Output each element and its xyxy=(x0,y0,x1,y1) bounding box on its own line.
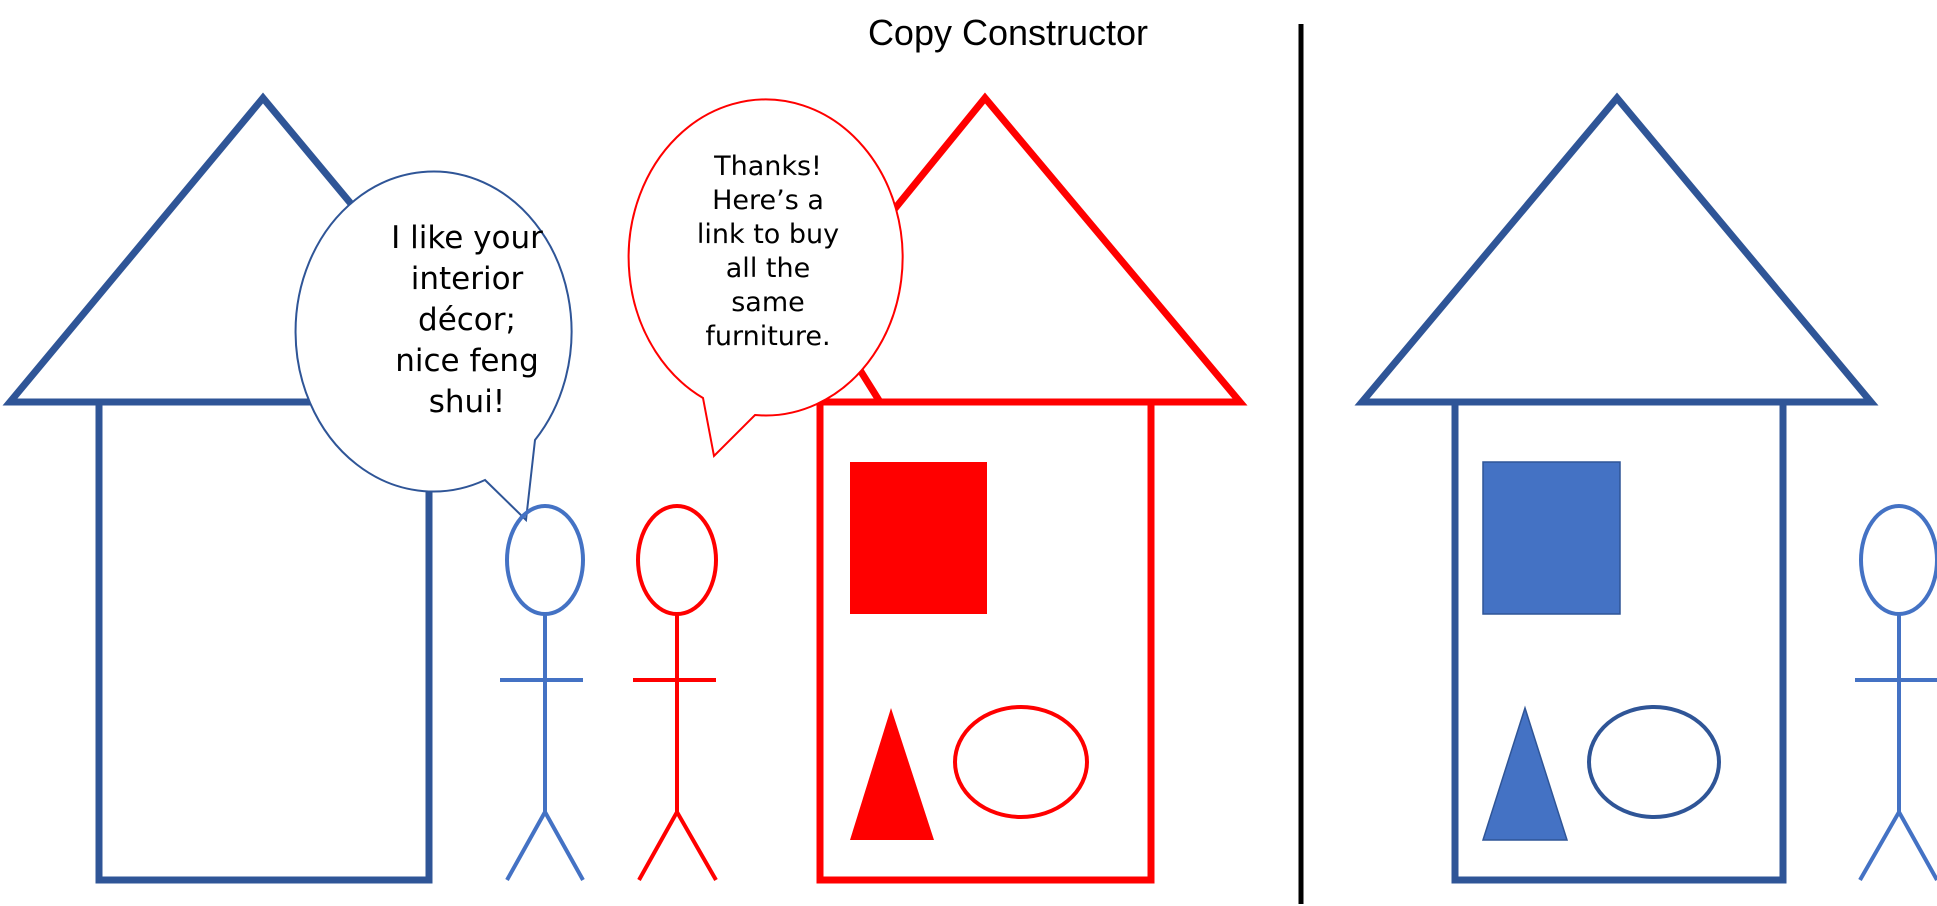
house-red xyxy=(813,92,1248,884)
stick-figure-red xyxy=(633,504,718,881)
stick-figure-blue-legs xyxy=(505,807,585,881)
house-left-body xyxy=(95,398,433,884)
stick-figure-blue-partial-legs xyxy=(1858,807,1937,881)
red-square-furniture xyxy=(850,462,987,614)
blue-square-furniture xyxy=(1482,461,1621,615)
stick-figure-blue-head xyxy=(505,504,585,616)
stick-figure-blue-partial-head xyxy=(1859,504,1937,616)
stick-figure-red-head xyxy=(636,504,718,616)
speech-bubble-right-text: Thanks! Here’s a link to buy all the sam… xyxy=(696,151,840,352)
blue-triangle-furniture xyxy=(1481,705,1569,841)
stick-figure-red-legs xyxy=(637,807,718,881)
house-right-roof xyxy=(1354,92,1879,406)
house-copy-right xyxy=(1354,92,1879,884)
house-original-left xyxy=(2,92,524,884)
speech-bubble-right xyxy=(627,98,904,459)
stick-figure-blue-partial xyxy=(1855,504,1937,881)
red-triangle-furniture xyxy=(850,708,934,840)
speech-bubble-left xyxy=(294,170,573,523)
stick-figure-blue xyxy=(500,504,585,881)
speech-bubble-left-text: I like your interior décor; nice feng sh… xyxy=(391,220,543,420)
blue-ellipse-furniture xyxy=(1587,705,1721,819)
diagram-title: Copy Constructor xyxy=(867,12,1149,53)
red-ellipse-furniture xyxy=(953,705,1089,819)
